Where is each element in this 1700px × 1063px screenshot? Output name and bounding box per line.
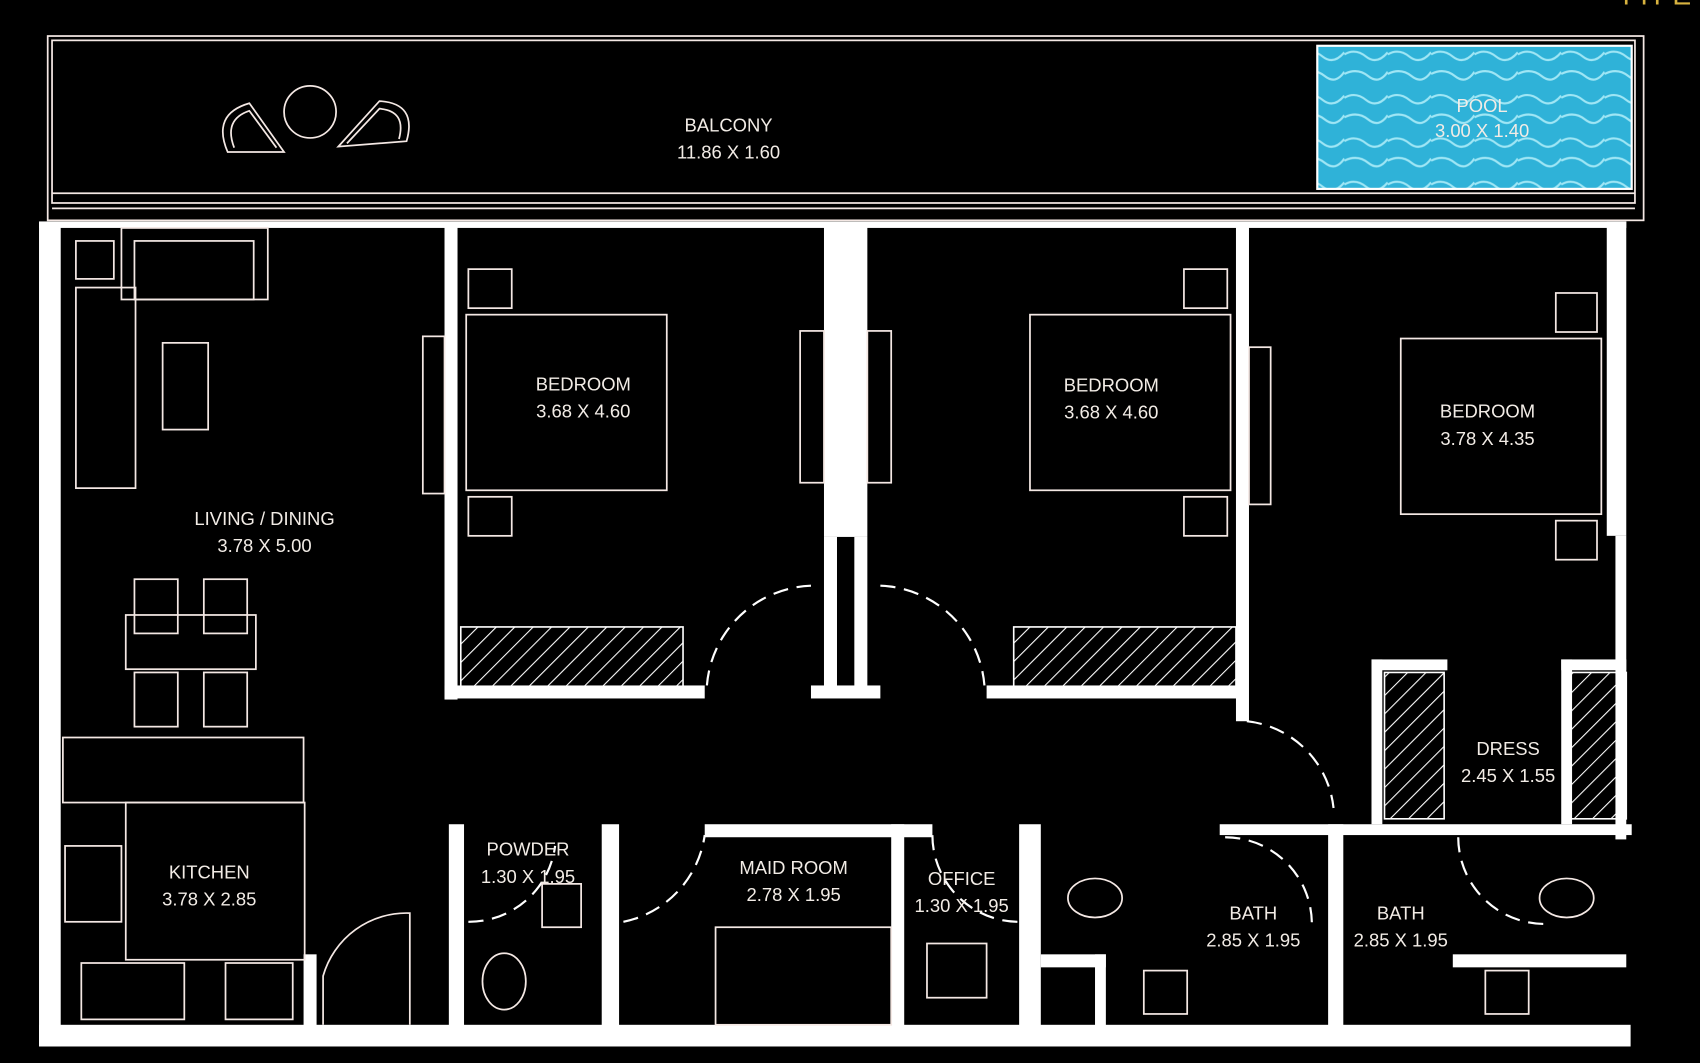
room-name: BEDROOM: [536, 374, 631, 395]
room-bedroom-2: BEDROOM 3.68 X 4.60: [1064, 375, 1159, 423]
room-name: POWDER: [487, 839, 570, 860]
room-powder: POWDER 1.30 X 1.95: [481, 839, 575, 887]
room-size: 1.30 X 1.95: [915, 895, 1009, 916]
room-size: 3.68 X 4.60: [1064, 402, 1158, 423]
room-pool: POOL 3.00 X 1.40: [1435, 95, 1529, 141]
wardrobe: [1383, 671, 1445, 820]
room-name: LIVING / DINING: [194, 508, 334, 529]
room-name: POOL: [1456, 95, 1507, 116]
lounge-chairs-icon: [221, 85, 410, 153]
wardrobe: [1566, 671, 1628, 820]
room-size: 3.78 X 2.85: [162, 889, 256, 910]
room-size: 3.78 X 5.00: [217, 535, 311, 556]
room-size: 3.78 X 4.35: [1440, 428, 1534, 449]
room-size: 3.00 X 1.40: [1435, 120, 1529, 141]
room-name: DRESS: [1476, 738, 1539, 759]
room-dress: DRESS 2.45 X 1.55: [1461, 738, 1555, 786]
room-size: 2.85 X 1.95: [1206, 930, 1300, 951]
room-size: 2.45 X 1.55: [1461, 765, 1555, 786]
room-living-dining: LIVING / DINING 3.78 X 5.00: [194, 508, 334, 556]
room-size: 11.86 X 1.60: [677, 142, 780, 163]
wardrobe: [1012, 626, 1237, 688]
room-bath-2: BATH 2.85 X 1.95: [1354, 903, 1448, 951]
room-kitchen: KITCHEN 3.78 X 2.85: [162, 861, 256, 909]
room-name: BALCONY: [685, 114, 773, 135]
room-size: 2.85 X 1.95: [1354, 930, 1448, 951]
door-swings: [322, 584, 1545, 1025]
room-office: OFFICE 1.30 X 1.95: [915, 868, 1009, 916]
room-size: 3.68 X 4.60: [536, 401, 630, 422]
room-size: 1.30 X 1.95: [481, 866, 575, 887]
balcony: [46, 35, 1645, 222]
room-name: KITCHEN: [169, 861, 250, 882]
room-name: OFFICE: [928, 868, 996, 889]
room-bedroom-1: BEDROOM 3.68 X 4.60: [536, 374, 631, 422]
room-name: BATH: [1377, 903, 1425, 924]
room-name: BEDROOM: [1440, 401, 1535, 422]
furniture: [62, 227, 1603, 1026]
pool: [1316, 44, 1633, 190]
room-name: BATH: [1229, 903, 1277, 924]
room-name: BEDROOM: [1064, 375, 1159, 396]
room-size: 2.78 X 1.95: [747, 884, 841, 905]
wardrobe: [459, 626, 684, 688]
room-maid: MAID ROOM 2.78 X 1.95: [739, 857, 847, 905]
room-bath-1: BATH 2.85 X 1.95: [1206, 903, 1300, 951]
type-label: TYPE: [1618, 0, 1692, 11]
room-balcony: BALCONY 11.86 X 1.60: [677, 114, 780, 162]
room-bedroom-3: BEDROOM 3.78 X 4.35: [1440, 401, 1535, 449]
room-name: MAID ROOM: [739, 857, 847, 878]
